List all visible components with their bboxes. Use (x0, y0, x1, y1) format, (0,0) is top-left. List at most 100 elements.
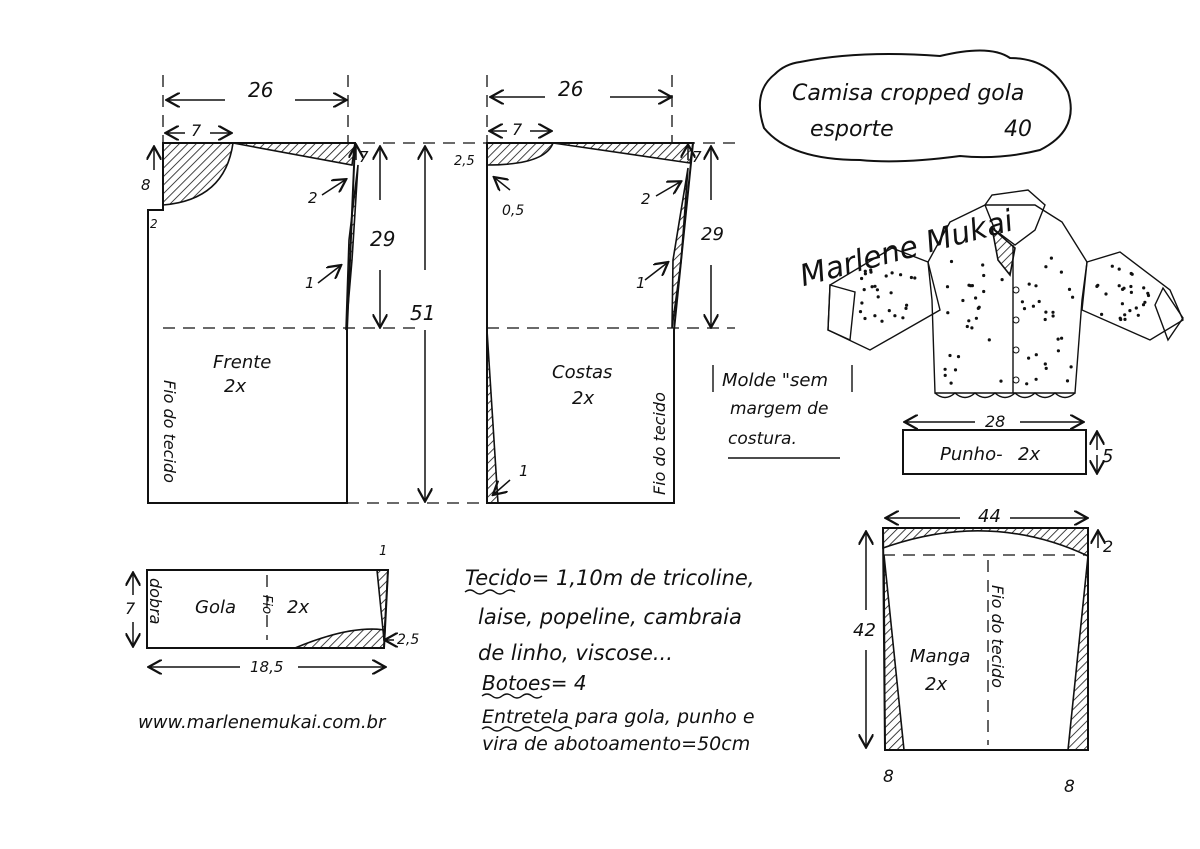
shirt-dot (1123, 317, 1127, 321)
cuff-piece: 28 5 Punho- 2x (902, 412, 1113, 475)
buttons-label: Botoes (482, 671, 551, 695)
title-size: 40 (1004, 117, 1032, 142)
fabric-label: Tecido (465, 566, 532, 590)
collar-height-value: 7 (125, 599, 136, 618)
shirt-dot (1143, 300, 1147, 304)
shirt-sleeve-right (1081, 251, 1184, 341)
back-shoulder-hatch (552, 142, 694, 164)
seam-allowance-note: Molde "sem margem de costura. (712, 365, 853, 459)
shirt-dot (999, 379, 1003, 383)
collar-piece: 7 dobra Gola Fio 2x 1 2,5 18,5 (125, 544, 419, 676)
front-armhole-in-arrow (321, 180, 345, 196)
shirt-dot (1043, 362, 1047, 366)
front-dart-hatch (345, 164, 359, 331)
shirt-dot (1071, 295, 1075, 299)
collar-fold-label: dobra (146, 578, 165, 624)
note-line1: Molde "sem (722, 370, 828, 391)
shirt-dot (862, 288, 866, 292)
shirt-dot (1146, 291, 1150, 295)
shirt-dot (1110, 264, 1114, 268)
note-line2: margem de (730, 399, 828, 419)
shirt-dot (1117, 267, 1121, 271)
shirt-dot (965, 324, 969, 329)
back-neck-depth-value: 2,5 (454, 154, 475, 169)
shirt-dot (1141, 303, 1146, 307)
sleeve-cap-value: 2 (1103, 537, 1113, 556)
shirt-dot (1129, 284, 1133, 289)
shirt-dot (899, 273, 903, 277)
materials-interfacing-line1: Entretela para gola, punho e (482, 706, 755, 728)
buttons-value: = 4 (551, 671, 587, 695)
shirt-dot (1020, 300, 1024, 304)
shirt-dot (949, 259, 954, 264)
cuff-length-value: 28 (985, 412, 1005, 431)
shirt-dot (1043, 317, 1047, 322)
shirt-dot (909, 275, 914, 280)
front-length-value: 51 (410, 301, 435, 325)
back-grain-label: Fio do tecido (650, 392, 669, 495)
shirt-illustration (827, 189, 1184, 399)
shirt-dot (889, 291, 893, 295)
materials-fabric-line2: laise, popeline, cambraia (478, 605, 742, 629)
shirt-dot (974, 296, 978, 300)
title-line2: esporte (810, 117, 894, 142)
materials-fabric-line3: de linho, viscose... (478, 641, 673, 665)
shirt-dot (860, 301, 864, 305)
shirt-dot (946, 311, 950, 315)
sleeve-cap-hatch (882, 527, 1089, 558)
collar-end-hatch (376, 569, 389, 641)
shirt-dot (961, 298, 965, 303)
sleeve-piece: 44 2 42 Manga 2x Fio do tecido 8 8 (853, 506, 1113, 797)
cloud-outline (758, 49, 1072, 163)
shirt-dot (1123, 313, 1127, 317)
shirt-dot (969, 284, 973, 288)
shirt-dots (858, 256, 1151, 386)
front-dart-arrow (317, 266, 340, 284)
shirt-dot (974, 316, 979, 320)
shirt-dot (1034, 353, 1038, 357)
cuff-height-value: 5 (1102, 446, 1113, 467)
shirt-dot (1056, 337, 1060, 341)
back-qty: 2x (572, 388, 594, 409)
shirt-dot (1049, 256, 1053, 260)
collar-point-hatch (294, 628, 386, 649)
shirt-dot (1119, 317, 1123, 322)
shirt-dot (1130, 272, 1134, 276)
front-shoulder-hatch (232, 142, 356, 166)
shirt-cuff-right (1154, 286, 1184, 342)
shirt-dot (1067, 287, 1072, 291)
shirt-dot (970, 326, 974, 330)
shirt-dot (1027, 282, 1031, 286)
squiggle-underline (481, 693, 543, 699)
shirt-dot (977, 305, 981, 309)
front-neck-hatch (162, 142, 234, 206)
shirt-lapel-hatch (990, 225, 1016, 277)
shirt-dot (1027, 356, 1031, 360)
interfacing-value: para gola, punho e (569, 706, 754, 728)
shirt-dot (1117, 284, 1121, 288)
signature: Marlene Mukai (796, 203, 1018, 294)
shirt-dot (967, 319, 971, 323)
back-dart-arrow (644, 263, 667, 281)
front-piece: 26 7 8 2 7 2 1 29 51 Frente 2x Fio do te… (141, 75, 735, 504)
back-neck-offset-value: 0,5 (502, 203, 524, 219)
cuff-qty: 2x (1018, 444, 1040, 465)
title-line1: Camisa cropped gola (792, 81, 1024, 106)
back-hem-hatch (486, 329, 499, 504)
sleeve-hem-left-value: 8 (883, 767, 894, 787)
shirt-eyelet-hem (934, 392, 1076, 399)
shirt-dot (943, 367, 947, 371)
back-armhole-depth-value: 29 (701, 224, 724, 245)
collar-length-value: 18,5 (250, 658, 283, 676)
squiggle-underline (464, 589, 516, 595)
sleeve-width-value: 44 (978, 506, 1001, 527)
materials-text: Tecido= 1,10m de tricoline, laise, popel… (464, 566, 755, 755)
shirt-dot (1044, 366, 1048, 370)
title-cloud: Camisa cropped gola esporte 40 (758, 49, 1072, 163)
shirt-dot (1034, 284, 1038, 288)
shirt-dot (943, 373, 947, 377)
back-armhole-in-value: 2 (641, 190, 651, 208)
shirt-dot (1060, 336, 1064, 340)
shirt-dot (953, 368, 958, 372)
shirt-dot (870, 285, 874, 289)
